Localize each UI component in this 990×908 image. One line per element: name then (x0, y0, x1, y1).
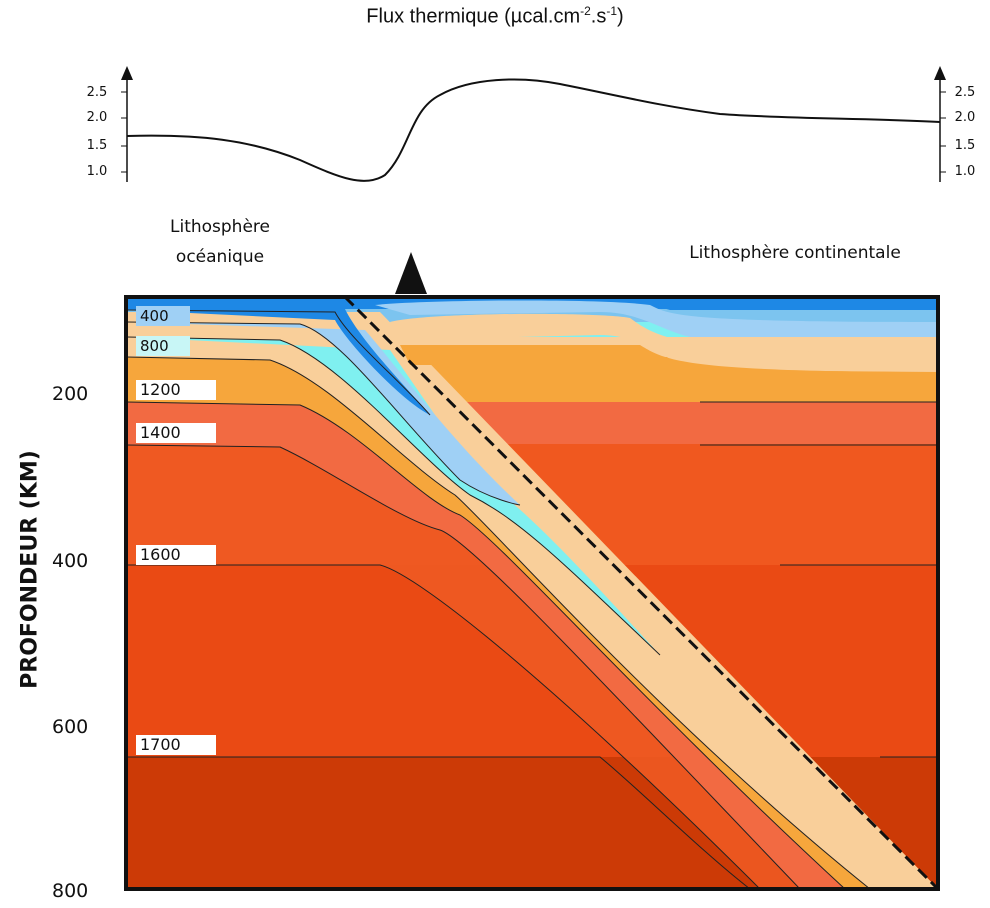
flux-right-axis (934, 66, 946, 182)
flux-right-tick-15: 1.5 (954, 138, 976, 153)
flux-right-tick-10: 1.0 (954, 164, 976, 179)
isotherm-label-1200: 1200 (136, 380, 216, 400)
cross-section (124, 295, 940, 891)
depth-tick-400: 400 (52, 550, 89, 572)
continental-lithosphere-label: Lithosphère continentale (689, 243, 901, 263)
depth-tick-200: 200 (52, 383, 89, 405)
isotherm-label-800: 800 (136, 336, 190, 356)
flux-right-tick-25: 2.5 (954, 85, 976, 100)
depth-tick-600: 600 (52, 716, 89, 738)
flux-left-tick-10: 1.0 (86, 164, 108, 179)
volcano-icon (395, 252, 427, 294)
flux-left-axis (121, 66, 133, 182)
subduction-plane (343, 295, 940, 891)
isotherm-label-1400: 1400 (136, 423, 216, 443)
flux-left-tick-25: 2.5 (86, 85, 108, 100)
arrow-up-icon (121, 66, 133, 80)
flux-right-tick-20: 2.0 (954, 110, 976, 125)
arrow-up-icon (934, 66, 946, 80)
isotherm-label-1700: 1700 (136, 735, 216, 755)
flux-left-tick-20: 2.0 (86, 110, 108, 125)
heat-flux-curve (126, 78, 941, 182)
flux-title: Flux thermique (µcal.cm-2.s-1) (366, 4, 624, 28)
oceanic-lithosphere-label: Lithosphère océanique (170, 217, 270, 267)
depth-axis-title: PROFONDEUR (KM) (17, 450, 43, 689)
depth-tick-800: 800 (52, 880, 89, 902)
flux-left-tick-15: 1.5 (86, 138, 108, 153)
isotherm-label-1600: 1600 (136, 545, 216, 565)
isotherm-label-400: 400 (136, 306, 190, 326)
